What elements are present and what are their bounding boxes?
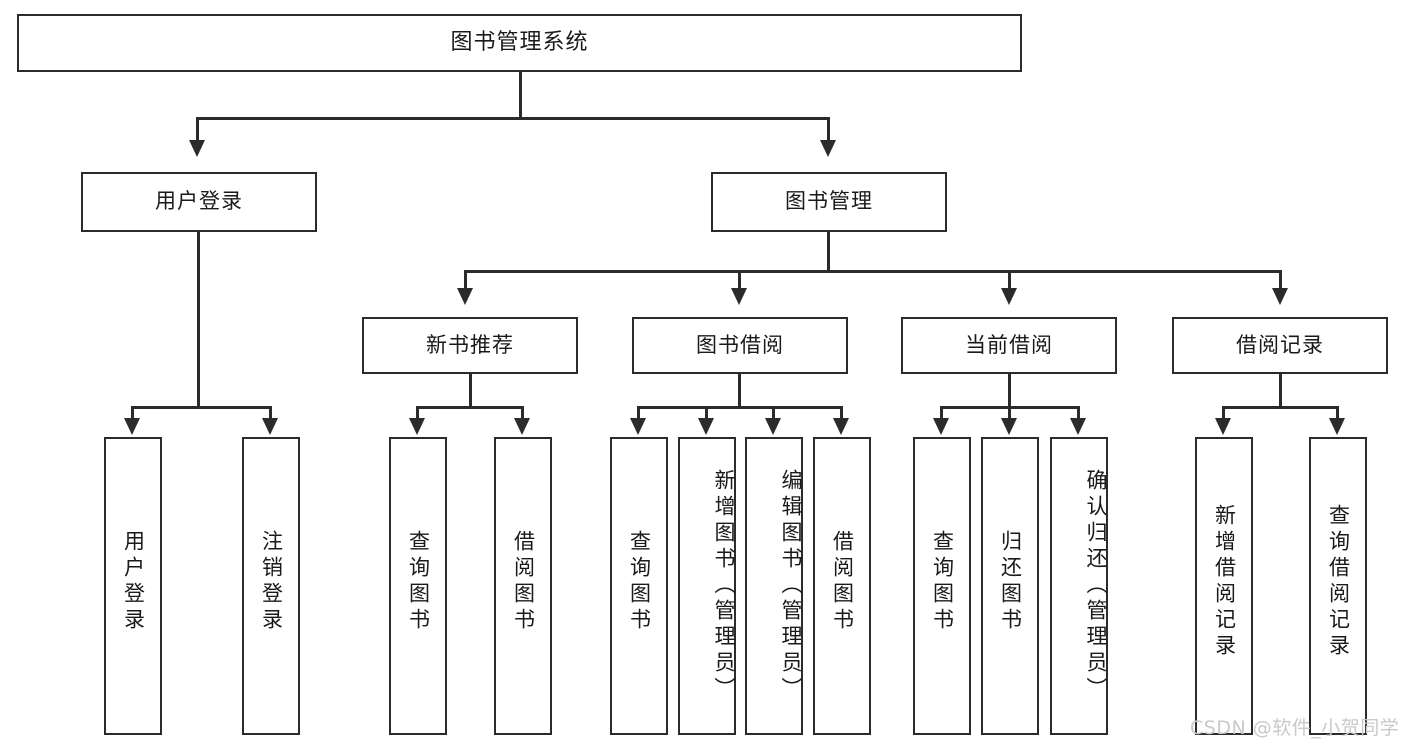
edge-borrow-record-stem [1279, 374, 1282, 408]
edge-drop-book-borrow [738, 270, 741, 290]
edge-level3-bus [464, 270, 1282, 273]
leaf-logout[interactable]: 注销登录 [242, 437, 300, 735]
node-root-system[interactable]: 图书管理系统 [17, 14, 1022, 72]
arrow-leaf-borrowrecord-2 [1329, 418, 1345, 435]
leaf-bookborrow-borrow-book-label: 借阅图书 [830, 530, 855, 634]
leaf-logout-label: 注销登录 [259, 530, 284, 634]
edge-drop-borrow-record [1279, 270, 1282, 290]
arrow-book-manage [820, 140, 836, 157]
node-book-borrow-label: 图书借阅 [696, 332, 784, 357]
leaf-bookborrow-add-book[interactable]: 新增图书（管理员） [678, 437, 736, 735]
edge-drop-leaf-bookborrow-3 [772, 406, 775, 421]
leaf-bookborrow-add-book-label: 新增图书（管理员） [712, 469, 736, 703]
edge-user-login-stem [197, 232, 200, 408]
node-root-label: 图书管理系统 [450, 29, 589, 55]
node-user-login[interactable]: 用户登录 [81, 172, 317, 232]
leaf-borrowrecord-add-record-label: 新增借阅记录 [1212, 504, 1237, 660]
edge-drop-leaf-bookborrow-1 [637, 406, 640, 421]
csdn-watermark-text: CSDN @软件_小贺同学 [1190, 717, 1400, 739]
leaf-user-login-label: 用户登录 [121, 530, 146, 634]
node-new-book-recommend-label: 新书推荐 [426, 332, 514, 357]
leaf-currentborrow-confirm-return[interactable]: 确认归还（管理员） [1050, 437, 1108, 735]
arrow-leaf-currentborrow-3 [1070, 418, 1086, 435]
node-book-borrow[interactable]: 图书借阅 [632, 317, 848, 374]
node-book-manage[interactable]: 图书管理 [711, 172, 947, 232]
edge-drop-leaf-user-login-2 [269, 406, 272, 421]
leaf-currentborrow-query-book-label: 查询图书 [930, 530, 955, 634]
edge-drop-new-book [464, 270, 467, 290]
leaf-currentborrow-return-book[interactable]: 归还图书 [981, 437, 1039, 735]
node-book-manage-label: 图书管理 [785, 189, 873, 214]
edge-book-manage-stem [827, 232, 830, 272]
leaf-bookborrow-edit-book[interactable]: 编辑图书（管理员） [745, 437, 803, 735]
leaf-borrowrecord-query-record-label: 查询借阅记录 [1326, 504, 1351, 660]
node-user-login-label: 用户登录 [155, 189, 243, 214]
leaf-newbook-borrow-book[interactable]: 借阅图书 [494, 437, 552, 735]
arrow-leaf-bookborrow-1 [630, 418, 646, 435]
arrow-leaf-bookborrow-2 [698, 418, 714, 435]
edge-new-book-leaf-bus [416, 406, 524, 409]
arrow-current-borrow [1001, 288, 1017, 305]
leaf-currentborrow-query-book[interactable]: 查询图书 [913, 437, 971, 735]
edge-drop-leaf-bookborrow-4 [840, 406, 843, 421]
leaf-user-login[interactable]: 用户登录 [104, 437, 162, 735]
arrow-leaf-currentborrow-2 [1001, 418, 1017, 435]
edge-drop-user-login [196, 117, 199, 142]
csdn-watermark: CSDN @软件_小贺同学 [1190, 713, 1399, 740]
node-new-book-recommend[interactable]: 新书推荐 [362, 317, 578, 374]
edge-new-book-stem [469, 374, 472, 408]
leaf-newbook-query-book[interactable]: 查询图书 [389, 437, 447, 735]
leaf-borrowrecord-query-record[interactable]: 查询借阅记录 [1309, 437, 1367, 735]
edge-drop-current-borrow [1008, 270, 1011, 290]
edge-current-borrow-stem [1008, 374, 1011, 408]
edge-root-stem [519, 72, 522, 118]
leaf-bookborrow-borrow-book[interactable]: 借阅图书 [813, 437, 871, 735]
edge-book-borrow-stem [738, 374, 741, 408]
arrow-borrow-record [1272, 288, 1288, 305]
edge-drop-leaf-currentborrow-1 [940, 406, 943, 421]
edge-borrow-record-leaf-bus [1222, 406, 1339, 409]
edge-drop-leaf-user-login-1 [131, 406, 134, 421]
edge-user-login-leaf-bus [131, 406, 272, 409]
leaf-currentborrow-return-book-label: 归还图书 [998, 530, 1023, 634]
leaf-bookborrow-edit-book-label: 编辑图书（管理员） [779, 469, 803, 703]
leaf-newbook-borrow-book-label: 借阅图书 [511, 530, 536, 634]
arrow-leaf-bookborrow-3 [765, 418, 781, 435]
arrow-user-login [189, 140, 205, 157]
node-current-borrow[interactable]: 当前借阅 [901, 317, 1117, 374]
edge-drop-leaf-newbook-1 [416, 406, 419, 421]
edge-drop-leaf-currentborrow-3 [1077, 406, 1080, 421]
arrow-leaf-user-login-2 [262, 418, 278, 435]
arrow-leaf-newbook-1 [409, 418, 425, 435]
leaf-borrowrecord-add-record[interactable]: 新增借阅记录 [1195, 437, 1253, 735]
edge-drop-leaf-borrowrecord-2 [1336, 406, 1339, 421]
edge-book-borrow-leaf-bus [637, 406, 843, 409]
arrow-book-borrow [731, 288, 747, 305]
node-current-borrow-label: 当前借阅 [965, 332, 1053, 357]
edge-drop-leaf-newbook-2 [521, 406, 524, 421]
node-borrow-record[interactable]: 借阅记录 [1172, 317, 1388, 374]
edge-level2-bus [196, 117, 830, 120]
arrow-new-book [457, 288, 473, 305]
leaf-bookborrow-query-book[interactable]: 查询图书 [610, 437, 668, 735]
arrow-leaf-bookborrow-4 [833, 418, 849, 435]
edge-drop-leaf-bookborrow-2 [705, 406, 708, 421]
arrow-leaf-currentborrow-1 [933, 418, 949, 435]
node-borrow-record-label: 借阅记录 [1236, 332, 1324, 357]
arrow-leaf-newbook-2 [514, 418, 530, 435]
leaf-currentborrow-confirm-return-label: 确认归还（管理员） [1084, 469, 1108, 703]
leaf-newbook-query-book-label: 查询图书 [406, 530, 431, 634]
leaf-bookborrow-query-book-label: 查询图书 [627, 530, 652, 634]
edge-drop-leaf-currentborrow-2 [1008, 406, 1011, 421]
arrow-leaf-borrowrecord-1 [1215, 418, 1231, 435]
edge-drop-leaf-borrowrecord-1 [1222, 406, 1225, 421]
edge-drop-book-manage [827, 117, 830, 142]
arrow-leaf-user-login-1 [124, 418, 140, 435]
